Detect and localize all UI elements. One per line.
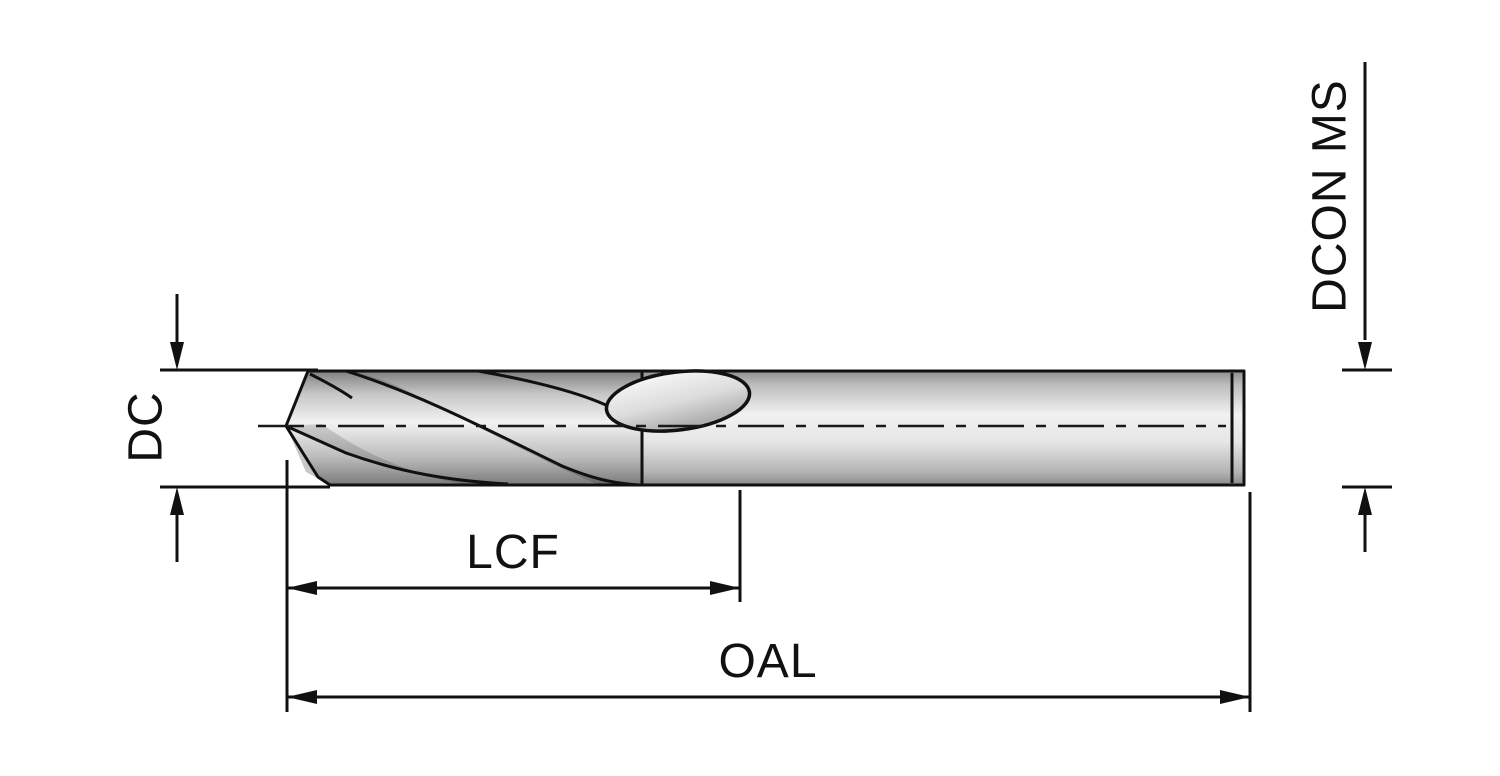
arrow-up-icon <box>170 487 184 515</box>
arrow-right-icon <box>1220 690 1250 704</box>
arrow-right-icon <box>710 581 740 595</box>
dc-dimension: DC <box>120 294 330 562</box>
drill-bit <box>284 369 1246 487</box>
flute-runout <box>604 369 752 433</box>
arrow-down-icon <box>170 342 184 370</box>
flute-edge <box>345 369 641 487</box>
arrow-left-icon <box>287 690 317 704</box>
arrow-down-icon <box>1358 342 1372 370</box>
lcf-label: LCF <box>466 526 560 579</box>
dcon-dimension: DCON MS <box>1304 62 1392 552</box>
flute-edge <box>285 424 509 486</box>
flute-groove-shading <box>286 424 508 484</box>
lcf-dimension: LCF <box>285 460 742 712</box>
oal-label: OAL <box>718 635 817 688</box>
dcon-label: DCON MS <box>1304 79 1357 313</box>
tip-cutting-edge <box>309 372 353 400</box>
arrow-up-icon <box>1358 487 1372 515</box>
dc-label: DC <box>120 391 173 462</box>
oal-dimension: OAL <box>287 492 1252 712</box>
drill-flutes <box>284 369 644 487</box>
arrow-left-icon <box>287 581 317 595</box>
